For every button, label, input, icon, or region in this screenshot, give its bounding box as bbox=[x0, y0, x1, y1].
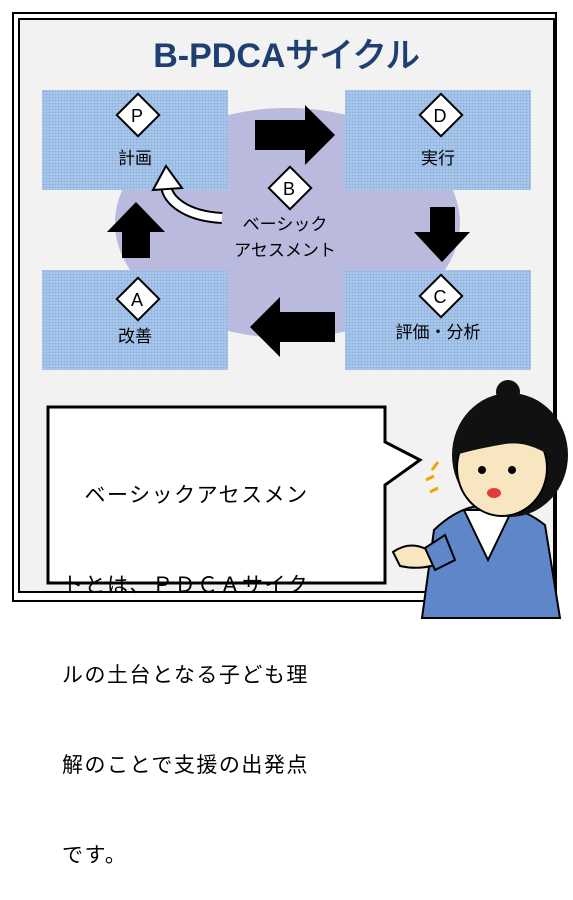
speech-bubble-text: ベーシックアセスメン トとは、ＰＤＣＡサイク ルの土台となる子ども理 解のことで… bbox=[62, 420, 372, 900]
do-letter: D bbox=[433, 106, 447, 126]
speech-bubble bbox=[46, 405, 423, 585]
check-letter: C bbox=[433, 287, 447, 307]
do-label: 実行 bbox=[421, 149, 455, 169]
act-letter: A bbox=[130, 290, 143, 310]
basic-letter: B bbox=[282, 179, 295, 199]
do-box bbox=[345, 90, 531, 190]
plan-letter: P bbox=[130, 106, 143, 126]
diagram-title: B-PDCAサイクル bbox=[153, 37, 420, 75]
arrow-right-icon bbox=[255, 105, 335, 165]
plan-label: 計画 bbox=[118, 149, 152, 169]
speech-line-3: ルの土台となる子ども理 bbox=[62, 663, 309, 687]
speech-line-4: 解のことで支援の出発点 bbox=[62, 753, 309, 777]
speech-line-5: です。 bbox=[62, 843, 128, 867]
guide-character-illustration bbox=[391, 380, 568, 619]
basic-label-line2: アセスメント bbox=[234, 241, 336, 261]
basic-label-line1: ベーシック bbox=[242, 215, 328, 235]
speech-line-2: トとは、ＰＤＣＡサイク bbox=[62, 573, 310, 597]
cycle-arrows bbox=[46, 105, 568, 619]
arrow-up-icon bbox=[107, 202, 165, 258]
arrow-left-icon bbox=[250, 297, 335, 357]
speech-line-1: ベーシックアセスメン bbox=[62, 483, 309, 507]
arrow-down-icon bbox=[414, 207, 470, 262]
act-label: 改善 bbox=[118, 327, 152, 347]
check-label: 評価・分析 bbox=[395, 323, 481, 343]
